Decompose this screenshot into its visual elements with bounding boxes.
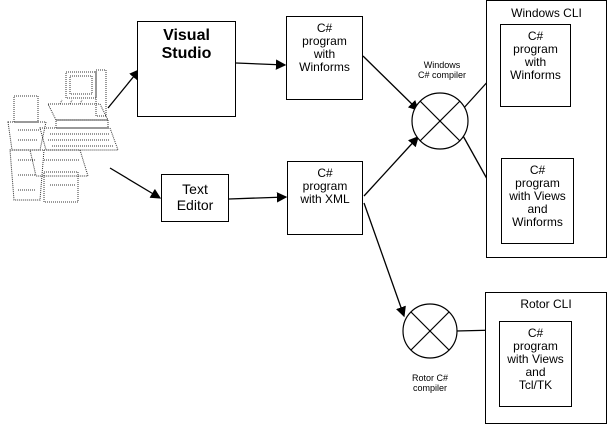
arrow-computer-to-vs — [107, 68, 140, 109]
arrow-computer-to-editor — [109, 167, 162, 199]
visual-studio-box: Visual Studio — [137, 21, 236, 117]
windows-out-winforms-label: C# program with Winforms — [510, 29, 561, 82]
arrow-winforms-to-wincompiler — [362, 55, 419, 111]
windows-compiler-label: Windows C# compiler — [417, 60, 466, 80]
windows-out-views-label: C# program with Views and Winforms — [509, 163, 566, 229]
windows-out-views-box: C# program with Views and Winforms — [501, 158, 574, 244]
windows-cli-title: Windows CLI — [511, 6, 582, 20]
text-editor-box: Text Editor — [161, 174, 229, 222]
rotor-cli-title: Rotor CLI — [520, 297, 572, 311]
cs-xml-label: C# program with XML — [300, 166, 350, 206]
arrow-editor-to-xml — [228, 192, 288, 203]
cs-winforms-box: C# program with Winforms — [286, 16, 363, 100]
cs-xml-box: C# program with XML — [287, 161, 363, 235]
rotor-out-box: C# program with Views and Tcl/TK — [499, 321, 572, 407]
rotor-compiler-label: Rotor C# compiler — [411, 373, 448, 393]
windows-out-winforms-box: C# program with Winforms — [500, 24, 571, 107]
arrow-vs-to-winforms — [235, 59, 287, 70]
text-editor-label: Text Editor — [176, 181, 214, 213]
arrow-xml-to-wincompiler — [363, 136, 419, 197]
cs-winforms-label: C# program with Winforms — [299, 21, 350, 74]
rotor-out-label: C# program with Views and Tcl/TK — [507, 326, 564, 392]
computer-icon — [7, 69, 119, 203]
arrow-xml-to-rotorcompiler — [363, 202, 406, 318]
windows-compiler-icon — [411, 92, 469, 150]
visual-studio-label: Visual Studio — [161, 27, 212, 62]
rotor-compiler-icon — [402, 303, 458, 359]
